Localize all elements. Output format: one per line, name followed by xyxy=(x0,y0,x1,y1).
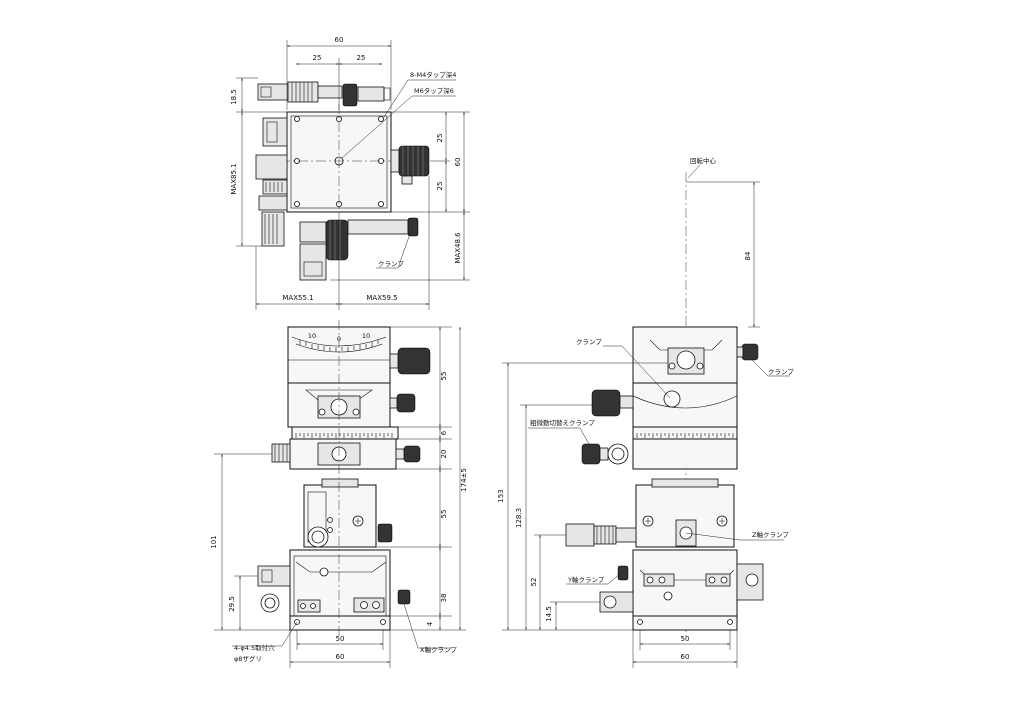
dim-right-60-label: 60 xyxy=(454,158,462,167)
dim-right-25b-label: 25 xyxy=(436,182,444,191)
front-view: 10 0 10 xyxy=(210,320,468,668)
dim-14-5-label: 14.5 xyxy=(545,606,553,622)
note-x-clamp: X軸クランプ xyxy=(420,645,457,654)
dim-29-5-label: 29.5 xyxy=(228,596,236,612)
left-side-block xyxy=(255,117,288,247)
dim-50-label: 50 xyxy=(336,635,345,643)
dim-max-right-label: MAX59.5 xyxy=(366,294,397,302)
scale-right-label: 10 xyxy=(362,332,370,340)
note-tap-m4: 8-M4タップ深4 xyxy=(410,70,456,79)
side-dim-50-label: 50 xyxy=(681,635,690,643)
goniometer-stage xyxy=(287,326,391,384)
side-dim-60-label: 60 xyxy=(681,653,690,661)
dim-174-label: 174±5 xyxy=(460,468,468,492)
dim-84-label: 84 xyxy=(744,251,752,260)
dim-6-label: 6 xyxy=(440,430,448,435)
note-z-clamp: Z軸クランプ xyxy=(752,530,789,539)
dim-52-label: 52 xyxy=(530,578,538,587)
dim-top-protrusion-label: 18.5 xyxy=(230,89,238,105)
front-dimensions: 55 6 20 55 38 4 174±5 101 29.5 50 xyxy=(210,326,468,668)
scale-left-label: 10 xyxy=(308,332,316,340)
dim-max-left-label: MAX55.1 xyxy=(282,294,313,302)
dim-20-label: 20 xyxy=(440,450,448,459)
dim-half-right-label: 25 xyxy=(357,54,366,62)
note-clamp-b: クランプ xyxy=(768,368,794,376)
bottom-micrometer xyxy=(299,217,419,281)
dim-38-label: 38 xyxy=(440,594,448,603)
note-tap-m6: M6タップ深6 xyxy=(414,86,454,95)
dim-max-bottom-label: MAX48.6 xyxy=(454,232,462,264)
note-y-clamp: Y軸クランプ xyxy=(567,575,605,584)
dim-55-mid-label: 55 xyxy=(440,510,448,519)
note-coarse-fine-clamp: 粗微動切替えクランプ xyxy=(530,418,595,427)
top-micrometer xyxy=(257,81,391,107)
dim-55-top-label: 55 xyxy=(440,372,448,381)
dim-right-25a-label: 25 xyxy=(436,134,444,143)
dim-60-label: 60 xyxy=(336,653,345,661)
top-dimensions: 60 25 25 18.5 MAX85.1 25 25 60 xyxy=(230,36,470,310)
dim-max-height-label: MAX85.1 xyxy=(230,163,238,194)
note-counterbore: φ8ザグリ xyxy=(234,654,262,663)
tap-holes xyxy=(293,116,384,207)
note-mounting-holes: 4-φ4.5取付穴 xyxy=(234,643,275,652)
dim-101-label: 101 xyxy=(210,535,218,548)
front-top-knob xyxy=(397,347,431,375)
dim-4-label: 4 xyxy=(426,621,434,626)
dim-width-label: 60 xyxy=(335,36,344,44)
note-clamp-a: クランプ xyxy=(576,338,602,346)
top-view: 60 25 25 18.5 MAX85.1 25 25 60 xyxy=(230,36,470,310)
note-clamp-top: クランプ xyxy=(378,260,404,268)
right-knob xyxy=(390,145,430,185)
side-cradle xyxy=(632,382,738,428)
dim-153-label: 153 xyxy=(497,489,505,502)
dim-half-left-label: 25 xyxy=(313,54,322,62)
note-rotation-center: 回転中心 xyxy=(690,156,717,165)
dim-128-3-label: 128.3 xyxy=(515,508,523,528)
side-view: 回転中心 84 xyxy=(497,156,794,668)
side-dimensions: 153 128.3 52 14.5 50 60 クランプ クランプ 粗微動切替え… xyxy=(497,338,794,668)
